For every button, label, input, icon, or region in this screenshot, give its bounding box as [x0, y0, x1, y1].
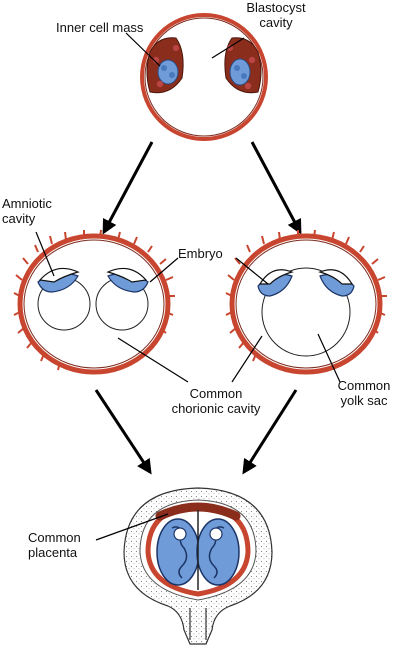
embryo-label: Embryo: [178, 246, 223, 261]
monochorionic-diamniotic-illustration: [13, 229, 175, 375]
arrow-left-top: [102, 141, 154, 235]
common-placenta-label: Common placenta: [28, 530, 81, 560]
twins-in-uterus-illustration: [123, 487, 273, 645]
monochorionic-monoamniotic-illustration: [225, 229, 387, 375]
common-yolk-sac-label: Common yolk sac: [337, 378, 391, 408]
amniotic-cavity-label: Amniotic cavity: [2, 196, 52, 226]
common-chorionic-cavity-label: Common chorionic cavity: [171, 386, 261, 416]
blastocyst-cavity-label: Blastocyst cavity: [246, 0, 306, 30]
blastocyst-illustration: [140, 13, 268, 141]
arrow-right-top: [250, 141, 302, 235]
arrow-right-bottom: [242, 389, 298, 475]
inner-cell-mass-label: Inner cell mass: [56, 20, 144, 35]
arrow-left-bottom: [94, 389, 152, 475]
